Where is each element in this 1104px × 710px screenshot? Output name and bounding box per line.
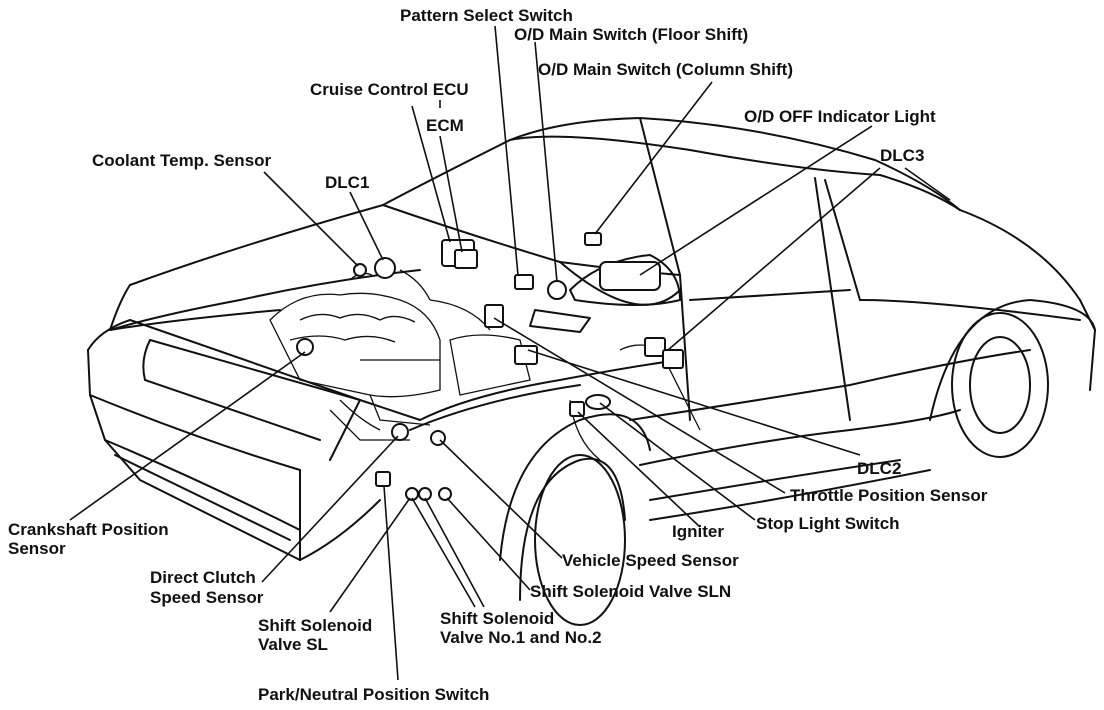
label-vehicle-speed-sensor: Vehicle Speed Sensor — [562, 551, 739, 570]
igniter-unit — [569, 401, 585, 417]
label-dlc1: DLC1 — [325, 173, 370, 192]
ecm-unit — [454, 249, 478, 269]
od-main-switch-floor-unit — [547, 280, 567, 300]
label-dlc2: DLC2 — [857, 459, 902, 478]
label-shift-solenoid-valve-12-line2: Valve No.1 and No.2 — [440, 628, 602, 647]
dlc3-unit — [644, 337, 666, 357]
crankshaft-position-sensor-unit — [296, 338, 314, 356]
car-body-outline — [87, 117, 1096, 626]
leader-lines — [69, 25, 951, 681]
dlc3-connector — [662, 349, 684, 369]
label-od-main-switch-column: O/D Main Switch (Column Shift) — [538, 60, 793, 79]
shift-solenoid-1-2-unit — [418, 487, 432, 501]
dlc1-unit — [374, 257, 396, 279]
label-od-main-switch-floor: O/D Main Switch (Floor Shift) — [514, 25, 749, 44]
od-main-switch-column-unit — [584, 232, 602, 246]
label-direct-clutch-speed-sensor-line2: Speed Sensor — [150, 588, 264, 607]
label-shift-solenoid-valve-sl-line2: Valve SL — [258, 635, 328, 654]
label-park-neutral-position-switch: Park/Neutral Position Switch — [258, 685, 490, 704]
components — [296, 232, 684, 501]
throttle-position-sensor-unit — [484, 304, 504, 328]
label-crankshaft-position-sensor-line1: Crankshaft Position — [8, 520, 169, 539]
label-cruise-control-ecu: Cruise Control ECU — [310, 80, 469, 99]
pattern-select-switch-unit — [514, 274, 534, 290]
od-off-indicator-unit — [599, 261, 661, 291]
label-throttle-position-sensor: Throttle Position Sensor — [790, 486, 988, 505]
label-igniter: Igniter — [672, 522, 724, 541]
label-crankshaft-position-sensor-line2: Sensor — [8, 539, 66, 558]
shift-solenoid-sln-unit — [438, 487, 452, 501]
engine-bay-details — [269, 269, 701, 461]
park-neutral-position-switch-unit — [375, 471, 391, 487]
label-direct-clutch-speed-sensor-line1: Direct Clutch — [150, 568, 256, 587]
label-od-off-indicator-light: O/D OFF Indicator Light — [744, 107, 936, 126]
label-shift-solenoid-valve-sl-line1: Shift Solenoid — [258, 616, 373, 635]
label-coolant-temp-sensor: Coolant Temp. Sensor — [92, 151, 272, 170]
direct-clutch-speed-sensor-unit — [391, 423, 409, 441]
label-shift-solenoid-valve-12-line1: Shift Solenoid — [440, 609, 555, 628]
label-dlc3: DLC3 — [880, 146, 925, 165]
dlc2-unit — [514, 345, 538, 365]
coolant-temp-sensor-unit — [353, 263, 367, 277]
label-stop-light-switch: Stop Light Switch — [756, 514, 900, 533]
label-pattern-select-switch: Pattern Select Switch — [400, 6, 573, 25]
label-ecm: ECM — [426, 116, 464, 135]
label-shift-solenoid-valve-sln: Shift Solenoid Valve SLN — [530, 582, 732, 601]
